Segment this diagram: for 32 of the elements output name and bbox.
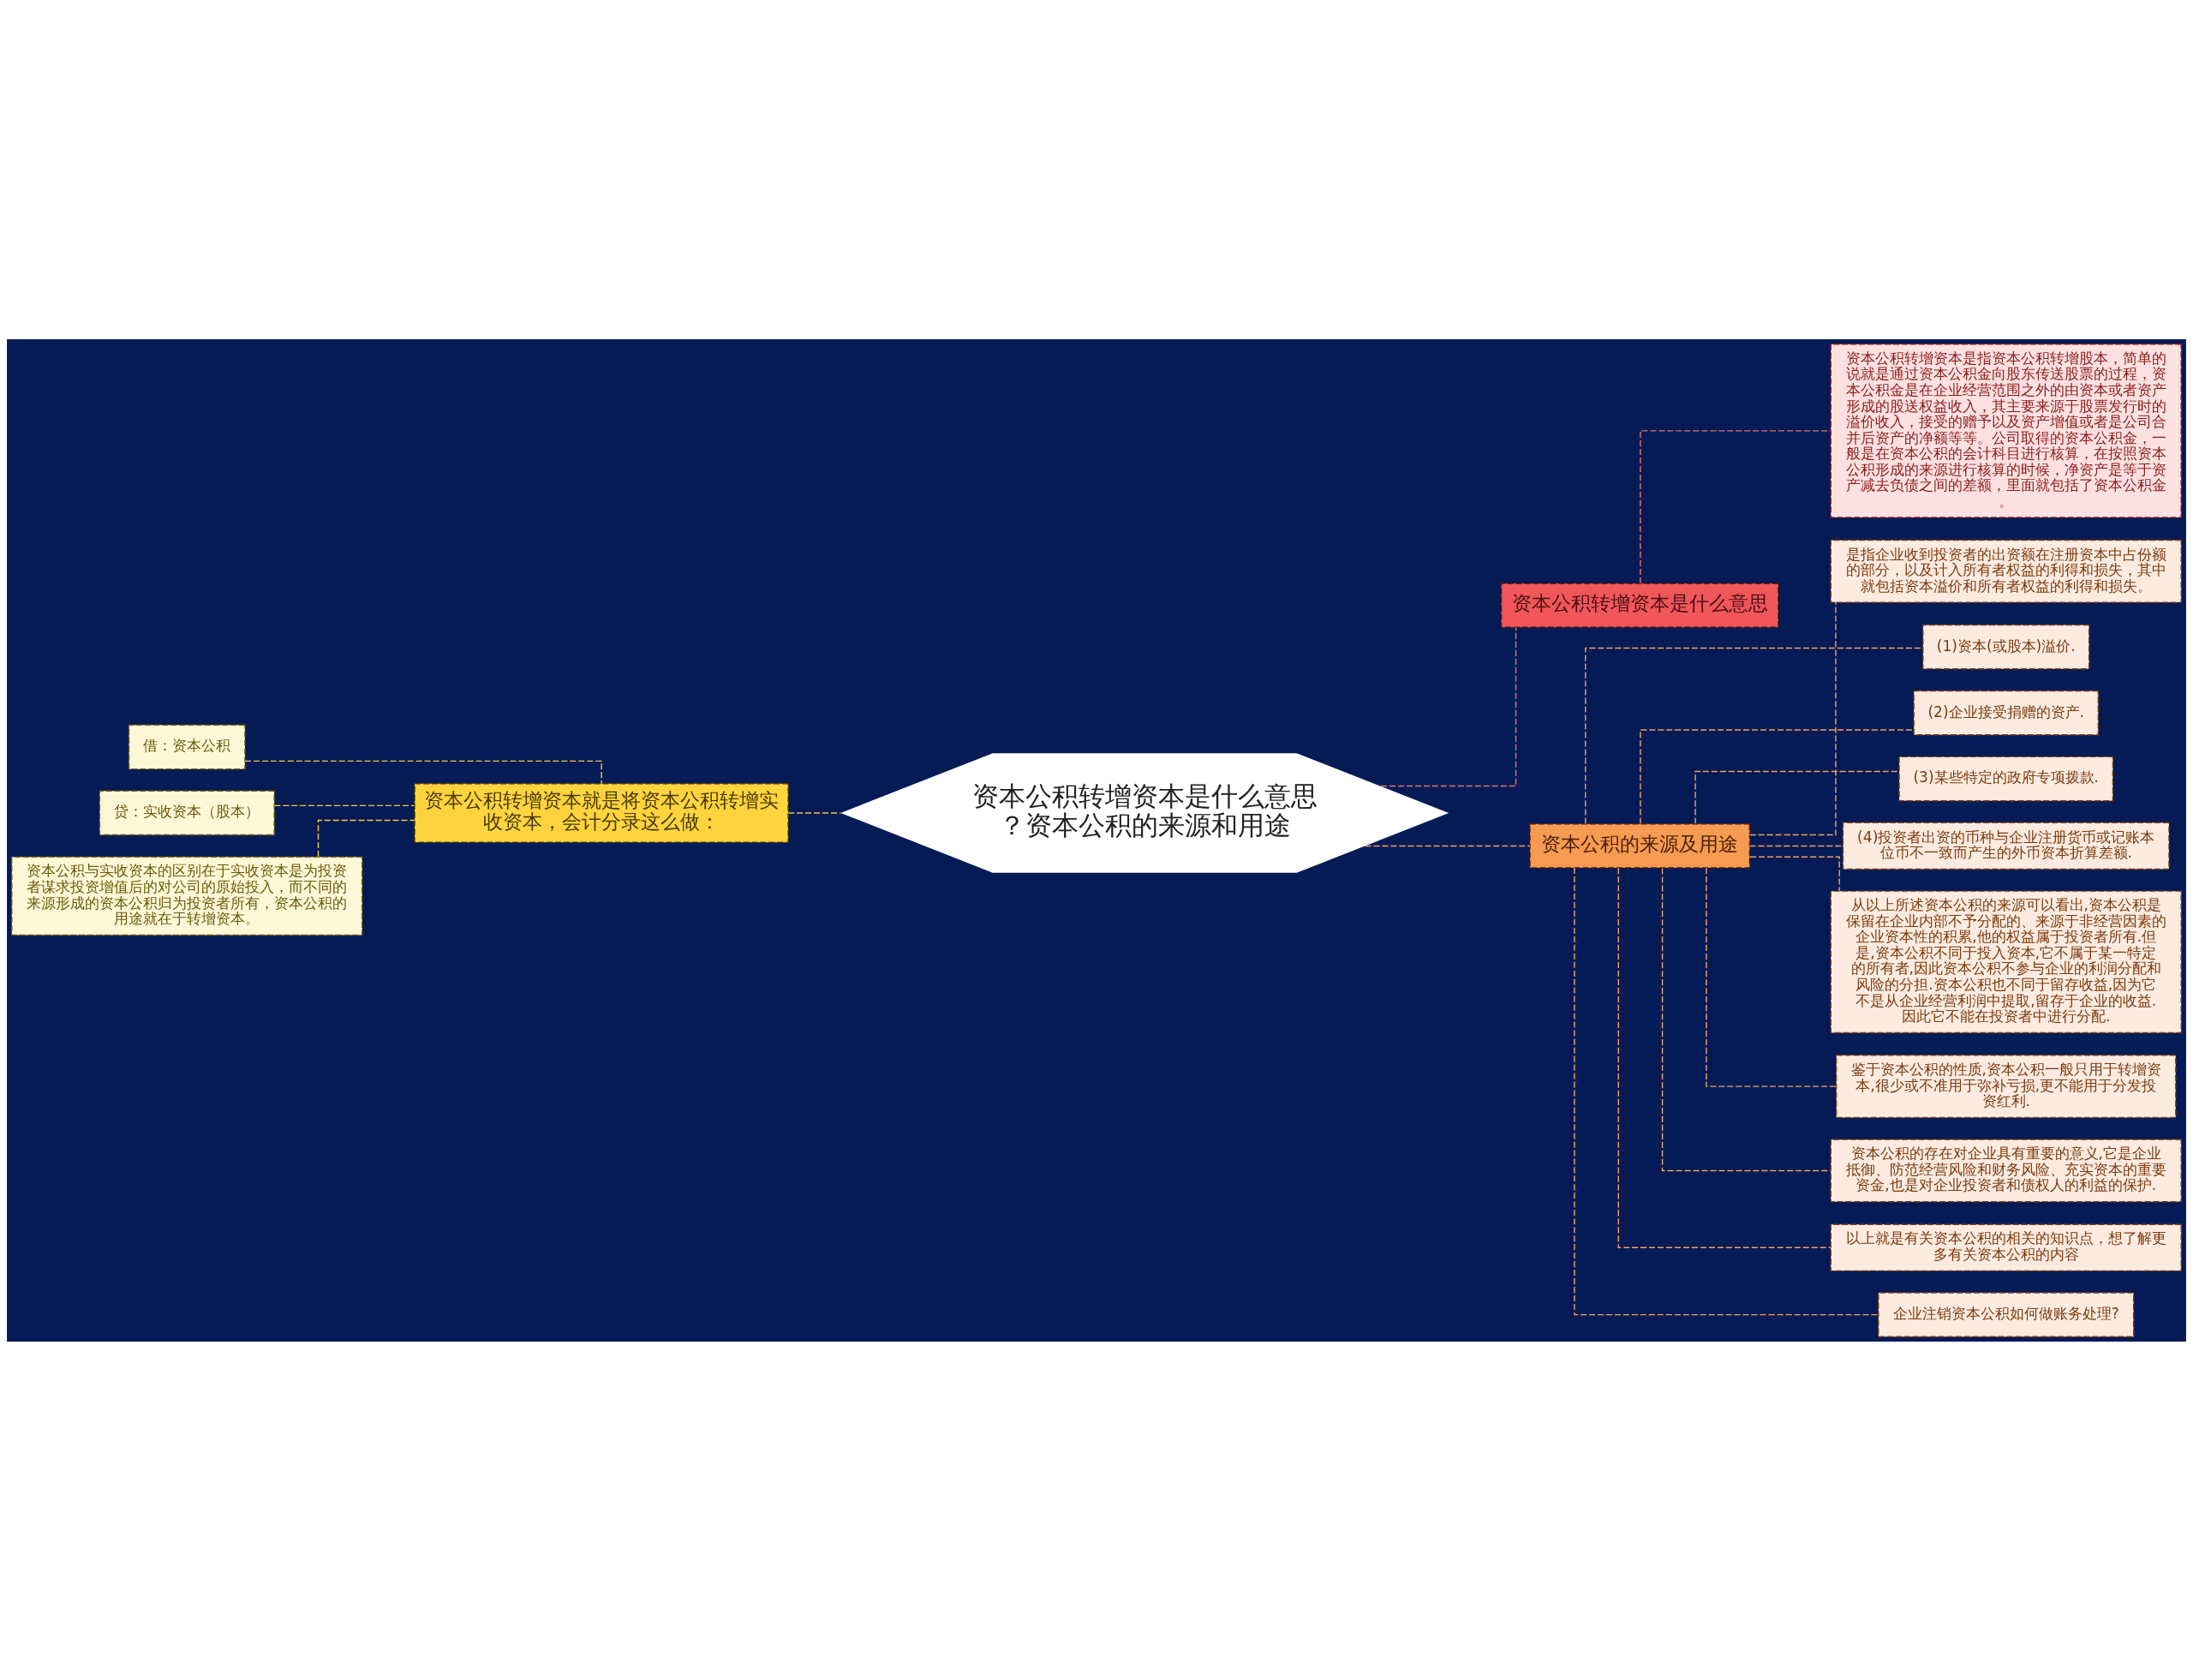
node-box: 资本公积转增资本是什么意思	[1500, 582, 1779, 628]
node-box: 借：资本公积	[128, 724, 246, 769]
connector	[273, 804, 415, 806]
connector	[1661, 867, 1831, 1171]
connector	[1640, 429, 1831, 584]
node-box: 贷：实收资本（股本）	[99, 790, 275, 835]
node-box: 从以上所述资本公积的来源可以看出,资本公积是保留在企业内部不予分配的、来源于非经营因素的企业资本性的积累,他的权益属于投资者所有.但是,资本公积不同于投入资本,它不属于某一特定的所有者,因此资本公积不参与企业的利润分配和风险的分担.资本公积也不同于留存收益,因为它不是从企业经营利润中提取,留存于企业的收益.因此它不能在投资者中进行分配.	[1830, 889, 2182, 1033]
node-box: 资本公积的来源及用途	[1529, 822, 1751, 869]
node-box: 是指企业收到投资者的出资额在注册资本中占份额的部分，以及计入所有者权益的利得和损失，其中就包括资本溢价和所有者权益的利得和损失。	[1830, 539, 2182, 603]
node-box: 企业注销资本公积如何做账务处理?	[1878, 1291, 2135, 1337]
connector	[317, 819, 415, 858]
connector	[1617, 867, 1831, 1248]
connector	[1749, 856, 1840, 891]
node-box: (2)企业接受捐赠的资产.	[1913, 690, 2100, 735]
connector	[1748, 845, 1843, 846]
node-box: 资本公积转增资本是指资本公积转增股本，简单的说就是通过资本公积金向股东传送股票的过程，资本公积金是在企业经营范围之外的由资本或者资产形成的股送权益收入，其主要来源于股票发行时的溢价收入，接受的赠予以及资产增值或者是公司合并后资产的净额等等。公司取得的资本公积金，一般是在资本公积的会计科目进行核算，在按照资本公积形成的来源进行核算的时候，净资产是等于资产减去负债之间的差额，里面就包括了资本公积金。	[1830, 343, 2182, 518]
connector	[1380, 626, 1517, 786]
connector	[1640, 728, 1915, 824]
node-box: 资本公积的存在对企业具有重要的意义,它是企业抵御、防范经营风险和财务风险、充实资本的重要资金,也是对企业投资者和债权人的利益的保护.	[1830, 1138, 2182, 1203]
node-box: (4)投资者出资的币种与企业注册货币或记账本位币不一致而产生的外币资本折算差额.	[1842, 822, 2170, 870]
node-box: 以上就是有关资本公积的相关的知识点，想了解更多有关资本公积的内容	[1830, 1223, 2182, 1271]
connector	[787, 811, 842, 814]
node-box: (3)某些特定的政府专项拨款.	[1898, 756, 2114, 801]
node-box: 鉴于资本公积的性质,资本公积一般只用于转增资本,很少或不准用于弥补亏损,更不能用于分发投资红利.	[1835, 1054, 2177, 1118]
connector	[1694, 770, 1900, 824]
connector	[1364, 845, 1531, 846]
connector	[1748, 601, 1837, 835]
node-box: 资本公积与实收资本的区别在于实收资本是为投资者谋求投资增值后的对公司的原始投入，而不同的来源形成的资本公积归为投资者所有，资本公积的用途就在于转增资本。	[11, 856, 363, 936]
connector	[1574, 866, 1879, 1315]
node-box: (1)资本(或股本)溢价.	[1922, 624, 2090, 669]
node-box: 资本公积转增资本就是将资本公积转增实收资本，会计分录这么做：	[414, 782, 789, 843]
connector	[1706, 867, 1837, 1087]
